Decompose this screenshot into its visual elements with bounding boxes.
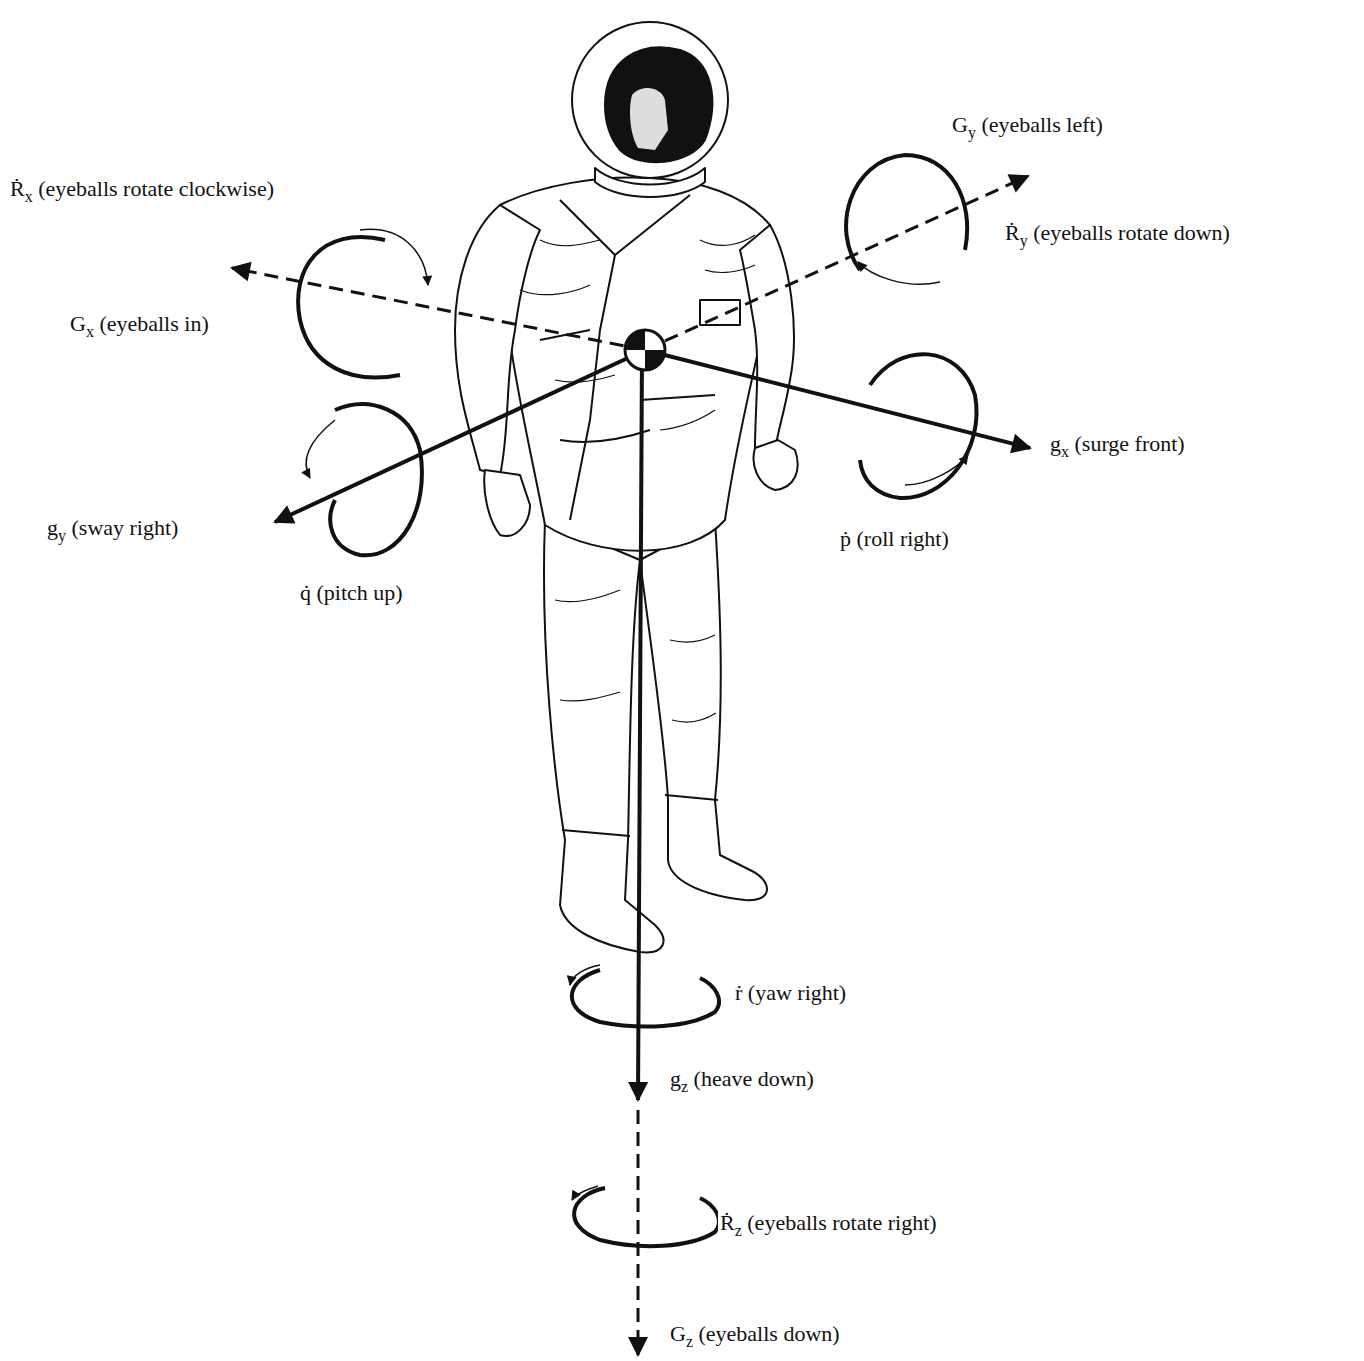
- axes: [232, 176, 1030, 1355]
- axis-label: Gz (eyeballs down): [668, 1321, 842, 1346]
- axis-label: q̇ (pitch up): [298, 580, 405, 605]
- astronaut: [455, 22, 798, 952]
- axis-label: gy (sway right): [45, 515, 180, 540]
- axis-label: gz (heave down): [668, 1066, 816, 1091]
- rotation-arrows: [298, 155, 976, 1246]
- axis-label: Gy (eyeballs left): [950, 112, 1105, 137]
- axis-label: Ṙx (eyeballs rotate clockwise): [8, 176, 276, 201]
- axis-label: Gx (eyeballs in): [68, 311, 211, 336]
- center-of-gravity-symbol: [625, 330, 665, 370]
- axis-label: gx (surge front): [1048, 431, 1187, 456]
- axis-label: ṙ (yaw right): [733, 980, 848, 1005]
- axis-label: ṗ (roll right): [838, 526, 951, 551]
- axis-label: Ṙz (eyeballs rotate right): [718, 1210, 939, 1235]
- axis-label: Ṙy (eyeballs rotate down): [1003, 220, 1232, 245]
